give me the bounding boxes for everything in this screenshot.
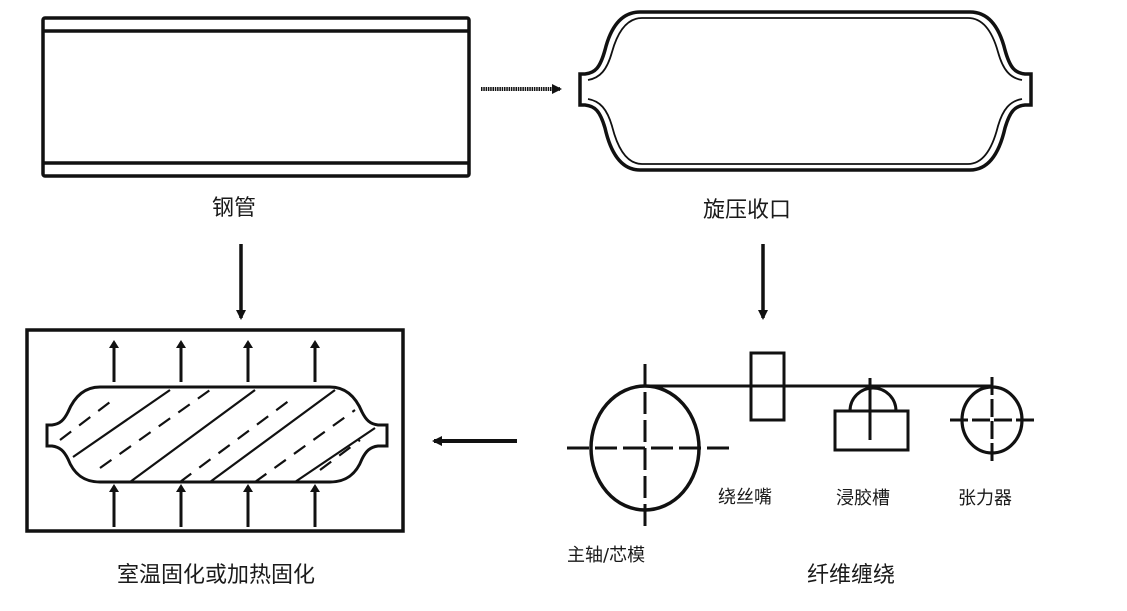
curing-oven-box	[25, 328, 405, 533]
fiber-hatch	[59, 389, 376, 483]
fiber-winding-label: 纤维缠绕	[807, 563, 896, 588]
resin-bath-icon	[833, 378, 910, 452]
winding-nozzle-label: 绕丝嘴	[718, 487, 772, 508]
resin-bath-label: 浸胶槽	[836, 488, 890, 509]
tensioner-icon	[950, 377, 1034, 465]
tensioner-label: 张力器	[958, 488, 1012, 509]
heat-arrows-top	[109, 340, 320, 382]
mandrel-icon	[567, 364, 730, 526]
curing-label: 室温固化或加热固化	[117, 563, 316, 588]
spin-forming-label: 旋压收口	[703, 198, 792, 223]
spun-vessel-shape	[578, 10, 1033, 172]
mandrel-label: 主轴/芯模	[567, 545, 646, 566]
heat-arrows-bottom	[109, 484, 320, 527]
steel-tube-label: 钢管	[212, 196, 257, 221]
steel-tube-shape	[41, 16, 471, 178]
wound-vessel-shape	[45, 385, 389, 484]
